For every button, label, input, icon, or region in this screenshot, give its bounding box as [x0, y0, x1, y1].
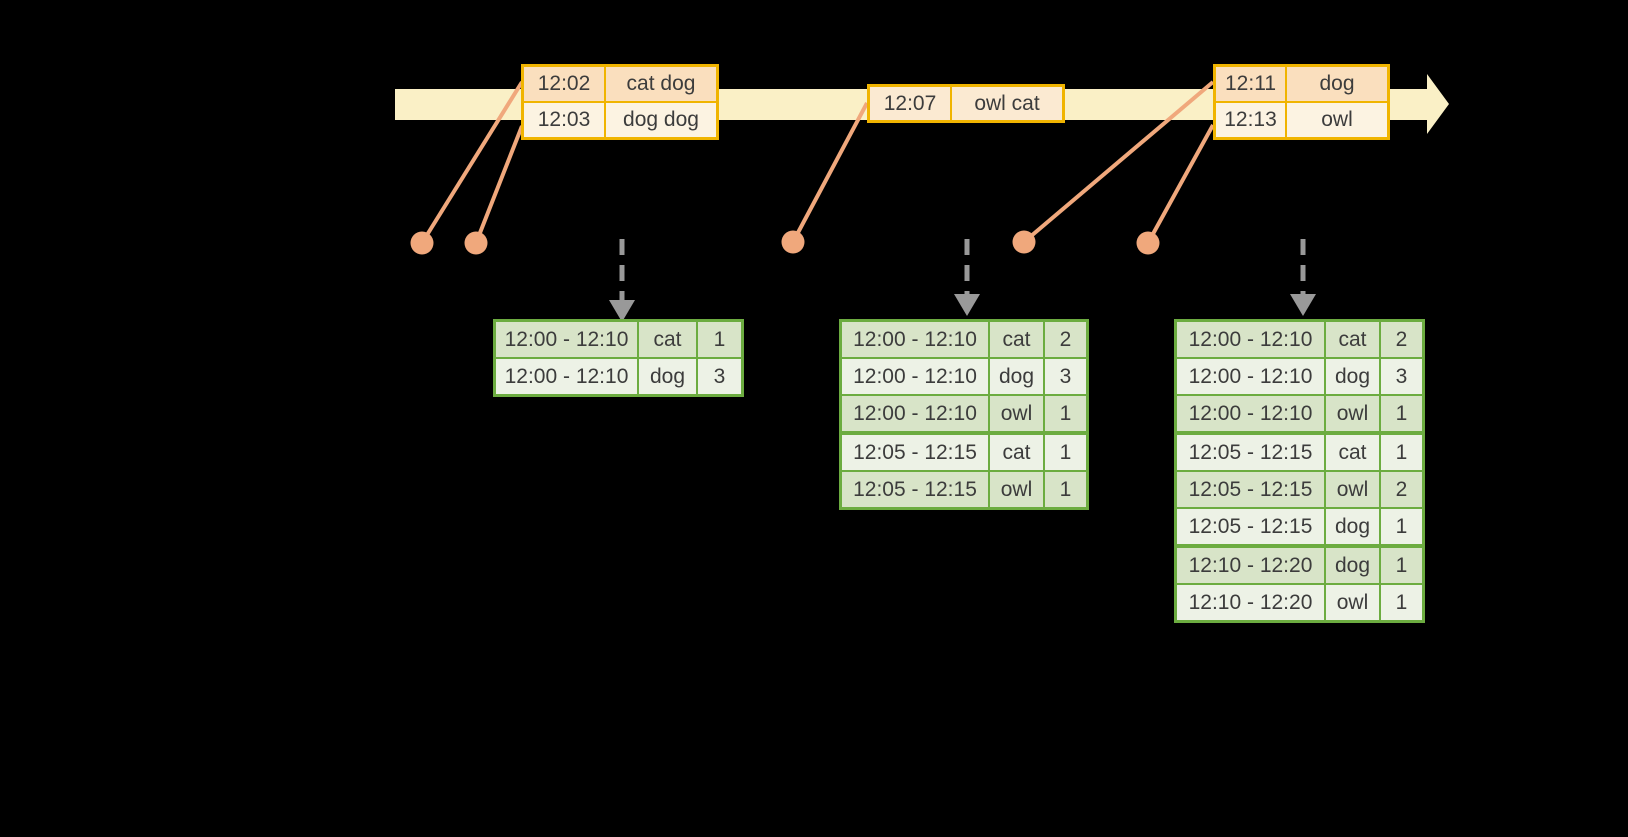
window-cell: 12:00 - 12:10	[493, 357, 639, 397]
window-cell: 12:00 - 12:10	[839, 357, 990, 396]
word-cell: dog	[1324, 507, 1381, 547]
event-words: owl	[1285, 101, 1390, 140]
word-cell: owl	[988, 470, 1045, 510]
word-cell: owl	[1324, 583, 1381, 623]
event-dot	[1136, 231, 1160, 255]
result-row: 12:00 - 12:10 cat 2	[1174, 319, 1425, 359]
result-row: 12:05 - 12:15 dog 1	[1174, 507, 1425, 547]
word-cell: cat	[637, 319, 698, 359]
word-cell: owl	[988, 394, 1045, 434]
event-time: 12:03	[521, 101, 606, 140]
event-row: 12:07 owl cat	[867, 84, 1065, 123]
count-cell: 3	[1379, 357, 1425, 396]
word-cell: owl	[1324, 394, 1381, 434]
event-connector-line	[474, 125, 524, 244]
count-cell: 3	[1043, 357, 1089, 396]
window-cell: 12:00 - 12:10	[1174, 394, 1326, 434]
result-row: 12:00 - 12:10 cat 1	[493, 319, 744, 359]
event-dot	[781, 230, 805, 254]
event-connector-line	[1022, 80, 1215, 244]
result-row: 12:05 - 12:15 cat 1	[839, 431, 1089, 472]
event-words: dog dog	[604, 101, 719, 140]
event-time: 12:13	[1213, 101, 1287, 140]
event-connector-line	[791, 102, 869, 243]
window-cell: 12:00 - 12:10	[1174, 357, 1326, 396]
count-cell: 2	[1379, 319, 1425, 359]
event-words: cat dog	[604, 64, 719, 103]
timeline-arrowhead-icon	[1427, 74, 1449, 134]
count-cell: 1	[1379, 431, 1425, 472]
result-table-1: 12:00 - 12:10 cat 1 12:00 - 12:10 dog 3	[493, 319, 744, 397]
word-cell: dog	[1324, 544, 1381, 585]
word-cell: owl	[1324, 470, 1381, 509]
event-dot	[464, 231, 488, 255]
result-row: 12:05 - 12:15 owl 1	[839, 470, 1089, 510]
event-table-1: 12:02 cat dog 12:03 dog dog	[521, 64, 719, 140]
count-cell: 1	[1043, 394, 1089, 434]
result-row: 12:00 - 12:10 cat 2	[839, 319, 1089, 359]
event-time: 12:07	[867, 84, 952, 123]
event-row: 12:02 cat dog	[521, 64, 719, 103]
event-table-2: 12:07 owl cat	[867, 84, 1065, 123]
word-cell: dog	[988, 357, 1045, 396]
result-row: 12:00 - 12:10 dog 3	[493, 357, 744, 397]
word-cell: cat	[988, 431, 1045, 472]
window-cell: 12:10 - 12:20	[1174, 544, 1326, 585]
word-cell: cat	[988, 319, 1045, 359]
event-words: owl cat	[950, 84, 1065, 123]
trigger-arrows	[609, 239, 1316, 322]
result-row: 12:10 - 12:20 dog 1	[1174, 544, 1425, 585]
event-row: 12:03 dog dog	[521, 101, 719, 140]
event-connectors	[420, 80, 1215, 245]
event-time: 12:02	[521, 64, 606, 103]
event-time: 12:11	[1213, 64, 1287, 103]
result-row: 12:05 - 12:15 owl 2	[1174, 470, 1425, 509]
event-row: 12:13 owl	[1213, 101, 1390, 140]
count-cell: 1	[1379, 544, 1425, 585]
event-table-3: 12:11 dog 12:13 owl	[1213, 64, 1390, 140]
result-row: 12:10 - 12:20 owl 1	[1174, 583, 1425, 623]
window-cell: 12:10 - 12:20	[1174, 583, 1326, 623]
word-cell: cat	[1324, 319, 1381, 359]
window-cell: 12:00 - 12:10	[839, 319, 990, 359]
count-cell: 1	[1379, 583, 1425, 623]
count-cell: 1	[1379, 507, 1425, 547]
window-cell: 12:05 - 12:15	[1174, 507, 1326, 547]
window-cell: 12:00 - 12:10	[1174, 319, 1326, 359]
count-cell: 1	[1043, 470, 1089, 510]
event-row: 12:11 dog	[1213, 64, 1390, 103]
window-cell: 12:05 - 12:15	[839, 431, 990, 472]
window-cell: 12:00 - 12:10	[839, 394, 990, 434]
word-cell: cat	[1324, 431, 1381, 472]
result-table-3: 12:00 - 12:10 cat 2 12:00 - 12:10 dog 3 …	[1174, 319, 1425, 623]
result-table-2: 12:00 - 12:10 cat 2 12:00 - 12:10 dog 3 …	[839, 319, 1089, 510]
result-row: 12:00 - 12:10 owl 1	[839, 394, 1089, 434]
result-row: 12:00 - 12:10 dog 3	[839, 357, 1089, 396]
event-words: dog	[1285, 64, 1390, 103]
word-cell: dog	[637, 357, 698, 397]
result-row: 12:05 - 12:15 cat 1	[1174, 431, 1425, 472]
trigger-arrowhead-icon	[609, 300, 635, 322]
count-cell: 1	[696, 319, 744, 359]
result-row: 12:00 - 12:10 owl 1	[1174, 394, 1425, 434]
event-connector-line	[1146, 124, 1215, 244]
word-cell: dog	[1324, 357, 1381, 396]
count-cell: 3	[696, 357, 744, 397]
count-cell: 1	[1379, 394, 1425, 434]
count-cell: 2	[1043, 319, 1089, 359]
window-cell: 12:05 - 12:15	[1174, 470, 1326, 509]
window-cell: 12:00 - 12:10	[493, 319, 639, 359]
window-cell: 12:05 - 12:15	[839, 470, 990, 510]
count-cell: 1	[1043, 431, 1089, 472]
event-connector-line	[420, 80, 524, 245]
count-cell: 2	[1379, 470, 1425, 509]
event-dot	[410, 231, 434, 255]
event-dots	[410, 230, 1160, 255]
result-row: 12:00 - 12:10 dog 3	[1174, 357, 1425, 396]
window-cell: 12:05 - 12:15	[1174, 431, 1326, 472]
trigger-arrowhead-icon	[1290, 294, 1316, 316]
trigger-arrowhead-icon	[954, 294, 980, 316]
event-dot	[1012, 230, 1036, 254]
